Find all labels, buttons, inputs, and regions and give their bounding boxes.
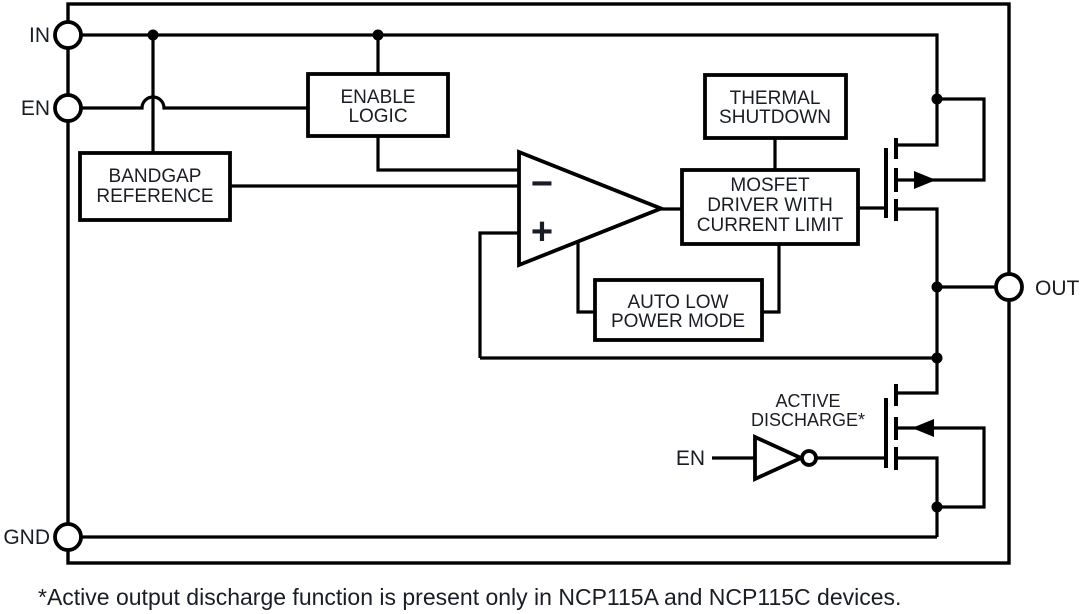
autolow-label-line1: AUTO LOW [628,292,729,313]
opamp-inverting-symbol: − [531,163,553,205]
thermal-label-line2: SHUTDOWN [719,107,831,128]
pins: IN EN GND OUT [3,20,1080,552]
wires [81,33,996,539]
bandgap-label-line1: BANDGAP [109,166,202,187]
out-pin-label: OUT [1035,277,1080,300]
bandgap-label-line2: REFERENCE [96,186,213,207]
wire-discharge-body-tie [896,426,986,509]
wire-feedback-to-plus-input [478,231,519,358]
inverter-en-label: EN [676,447,705,470]
opamp-noninverting-symbol: + [531,211,553,253]
active-discharge-label-line1: ACTIVE [775,391,840,411]
en-pin-label: EN [21,97,50,120]
gnd-pin [53,522,83,552]
driver-label-line2: DRIVER WITH [707,195,833,216]
inverter-bubble [800,449,818,467]
auto-low-power-block [593,278,764,342]
in-pin-label: IN [29,24,50,47]
junction-dot [931,281,943,293]
junction-dots [147,29,943,513]
discharge-mosfet [884,384,934,470]
enable-logic-block [306,72,450,138]
error-amplifier: − + [517,149,667,268]
wire-discharge-source [896,456,939,537]
junction-dot [931,501,943,513]
pass-mosfet [884,138,936,221]
junction-dot [372,29,384,41]
driver-label-line1: MOSFET [730,175,810,196]
autolow-label-line2: POWER MODE [611,311,745,332]
active-discharge-label-line2: DISCHARGE* [751,410,865,430]
device-boundary [66,2,1011,565]
enable-logic-label-line2: LOGIC [348,106,407,127]
wire-in-rail [81,33,939,147]
opamp-triangle [517,149,667,268]
wire-en-to-enable-logic [81,95,308,110]
junction-dot [931,93,943,105]
en-pin [53,93,83,123]
wire-out-net [896,207,939,395]
out-pin [994,272,1024,302]
driver-label-line3: CURRENT LIMIT [697,215,844,236]
wire-enable-to-opamp [376,136,519,172]
pass-mosfet-body-arrow-icon [914,171,936,189]
junction-dot [147,29,159,41]
junction-dot [931,352,943,364]
wire-driver-to-autolow [762,244,781,314]
thermal-label-line1: THERMAL [730,88,821,109]
wire-pass-body-tie [896,97,986,182]
footnote: *Active output discharge function is pre… [38,584,901,610]
thermal-shutdown-block [703,73,848,140]
mosfet-driver-block [680,168,860,246]
inverter-triangle [753,434,806,482]
wire-autolow-to-opamp [576,240,595,314]
in-pin [53,20,83,50]
discharge-inverter: EN [676,434,818,482]
discharge-mosfet-body-arrow-icon [912,419,934,437]
gnd-pin-label: GND [3,526,50,549]
function-blocks: ENABLE LOGIC BANDGAP REFERENCE THERMAL S… [78,72,860,342]
enable-logic-label-line1: ENABLE [341,87,416,108]
bandgap-reference-block [78,151,232,222]
